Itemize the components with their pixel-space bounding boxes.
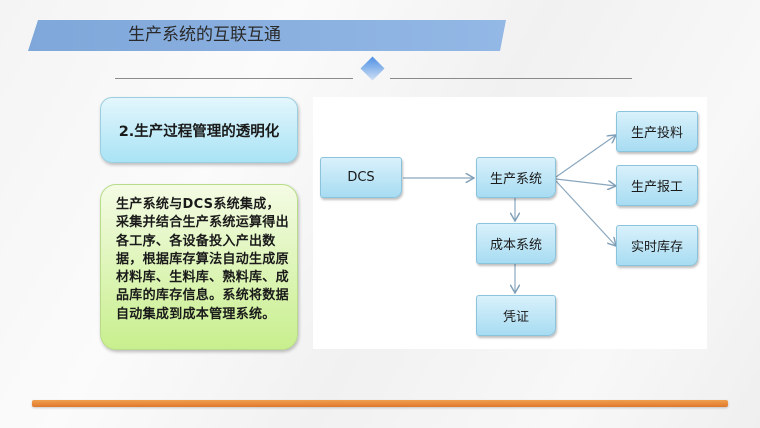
description-box: 生产系统与DCS系统集成，采集并结合生产系统运算得出各工序、各设备投入产出数据，… — [100, 184, 298, 350]
node-label: 生产报工 — [630, 180, 683, 195]
title-banner — [28, 20, 506, 51]
node-voucher: 凭证 — [476, 295, 556, 336]
node-production-report: 生产报工 — [616, 165, 698, 206]
node-label: 凭证 — [502, 310, 529, 325]
node-label: 生产系统 — [489, 172, 542, 187]
node-production-system: 生产系统 — [476, 157, 556, 198]
flow-diagram: DCS 生产系统 成本系统 凭证 生产投料 生产报工 实时库存 — [313, 97, 707, 349]
node-cost-system: 成本系统 — [476, 223, 556, 264]
node-label: DCS — [347, 170, 375, 185]
node-label: 生产投料 — [630, 126, 683, 141]
subheading-label: 2.生产过程管理的透明化 — [118, 123, 280, 140]
divider-left — [115, 78, 353, 79]
node-dcs: DCS — [320, 157, 402, 198]
divider-right — [390, 78, 632, 79]
diamond-icon — [360, 56, 385, 81]
node-realtime-inventory: 实时库存 — [616, 225, 698, 266]
diagram-arrows — [403, 97, 707, 349]
section-subheading: 2.生产过程管理的透明化 — [100, 97, 298, 163]
footer-accent-bar — [32, 400, 728, 407]
node-label: 成本系统 — [489, 238, 542, 253]
node-production-input: 生产投料 — [616, 111, 698, 152]
node-label: 实时库存 — [630, 240, 683, 255]
description-text: 生产系统与DCS系统集成，采集并结合生产系统运算得出各工序、各设备投入产出数据，… — [116, 197, 289, 322]
page-title: 生产系统的互联互通 — [128, 25, 281, 45]
